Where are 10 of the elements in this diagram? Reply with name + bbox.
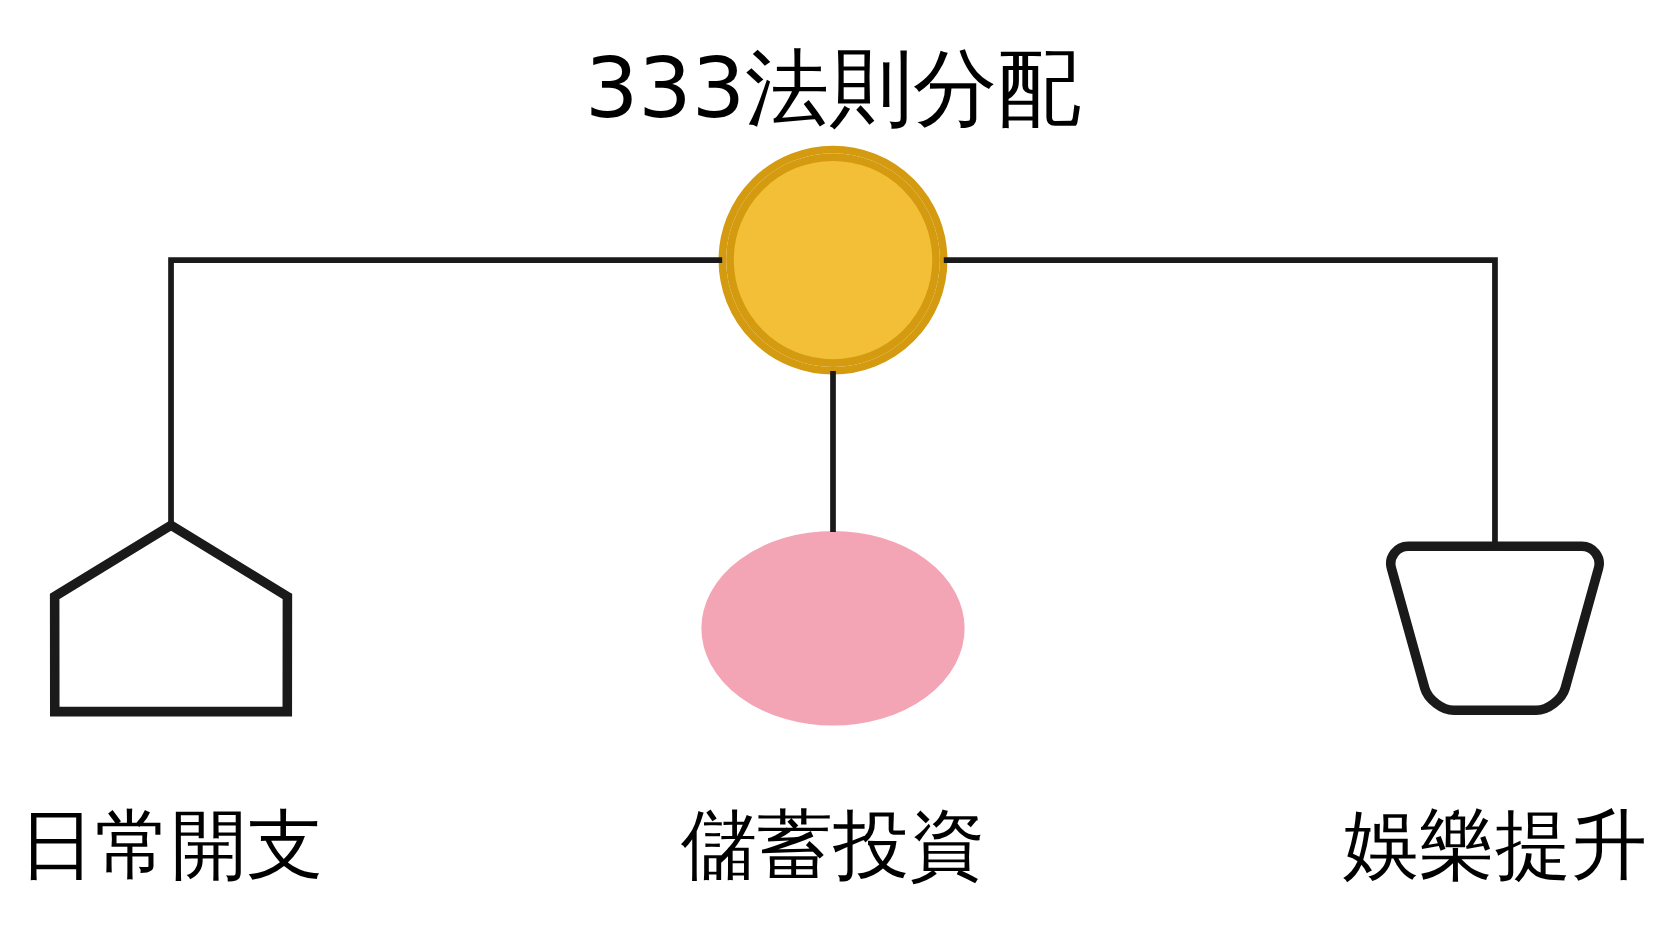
node-label: 日常開支 xyxy=(19,799,324,889)
diagram-title: 333法則分配 xyxy=(584,38,1082,137)
connector xyxy=(168,256,723,525)
connector xyxy=(830,370,836,532)
node-circle xyxy=(718,145,948,375)
node-label: 娛樂提升 xyxy=(1342,799,1647,889)
node-house xyxy=(49,519,293,716)
node-cup xyxy=(1386,541,1604,715)
node-ellipse xyxy=(701,530,965,726)
node-label: 儲蓄投資 xyxy=(681,799,985,889)
